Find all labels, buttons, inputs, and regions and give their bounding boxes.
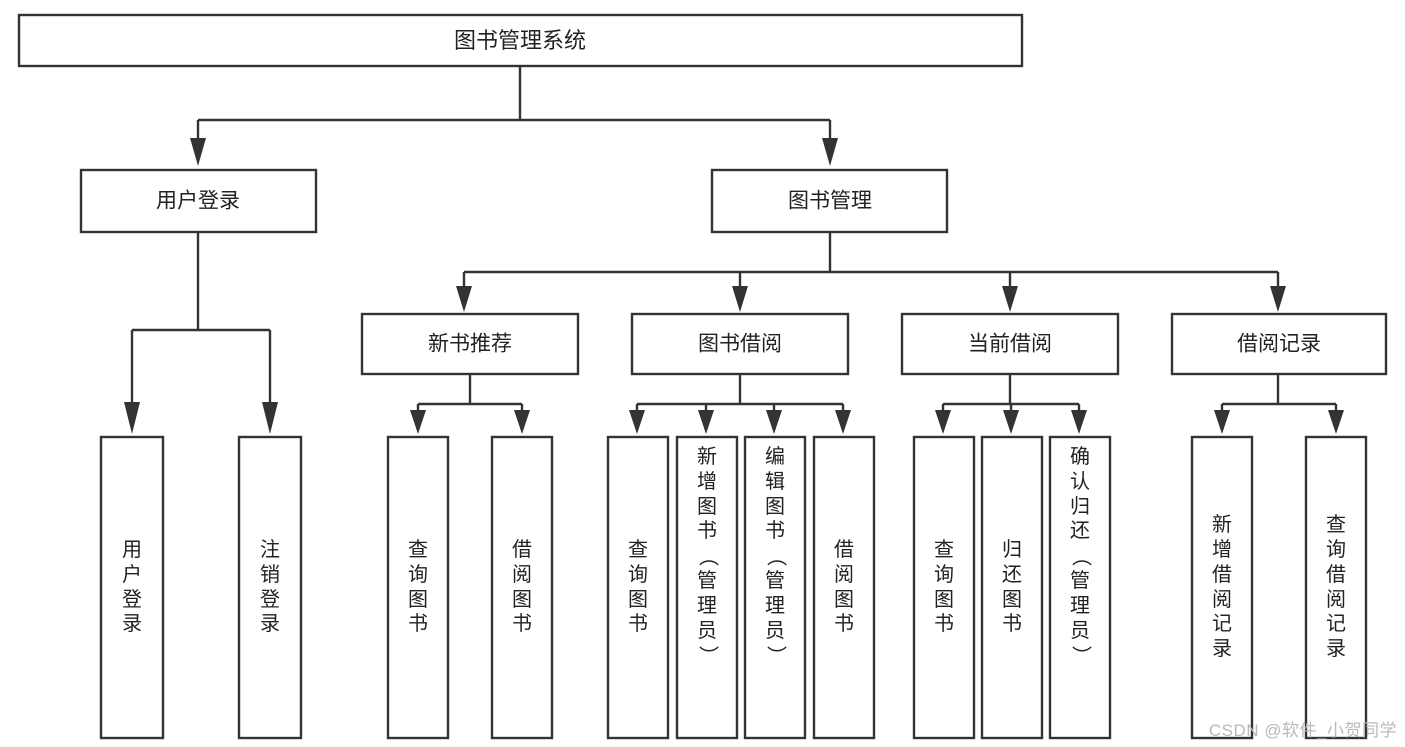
node-label: 借阅记录 — [1237, 333, 1321, 356]
arrow-icon — [935, 410, 951, 434]
node-leaf-book-borrow-3[interactable] — [812, 435, 876, 740]
node-box-rect — [980, 435, 1044, 740]
node-current-borrow[interactable]: 当前借阅 — [900, 312, 1120, 376]
node-leaf-new-book-0[interactable] — [386, 435, 450, 740]
node-box-rect — [710, 168, 949, 234]
node-book-borrow[interactable]: 图书借阅 — [630, 312, 850, 376]
node-label: 图书管理系统 — [454, 28, 586, 53]
node-box-rect — [675, 435, 739, 740]
arrow-icon — [1328, 410, 1344, 434]
node-user-login[interactable]: 用户登录 — [79, 168, 318, 234]
node-box-rect — [1170, 312, 1388, 376]
node-box-rect — [1304, 435, 1368, 740]
node-box-rect — [237, 435, 303, 740]
arrow-icon — [766, 410, 782, 434]
node-box-rect — [1190, 435, 1254, 740]
node-box-rect — [630, 312, 850, 376]
node-leaf-user-login-0[interactable] — [99, 435, 165, 740]
node-label: 当前借阅 — [968, 333, 1052, 356]
arrow-icon — [1071, 410, 1087, 434]
arrow-icon — [822, 138, 838, 166]
node-leaf-book-borrow-1[interactable] — [675, 435, 739, 740]
node-box-rect — [17, 13, 1024, 68]
node-label: 图书借阅 — [698, 333, 782, 356]
node-box-rect — [1048, 435, 1112, 740]
node-box-rect — [490, 435, 554, 740]
node-leaf-user-login-1[interactable] — [237, 435, 303, 740]
arrow-icon — [410, 410, 426, 434]
arrow-icon — [629, 410, 645, 434]
node-label: 图书管理 — [788, 190, 872, 213]
node-box-rect — [79, 168, 318, 234]
connector-borrow-to-leaves — [629, 374, 851, 434]
node-leaf-current-borrow-2[interactable] — [1048, 435, 1112, 740]
arrow-icon — [1003, 410, 1019, 434]
node-leaf-current-borrow-0[interactable] — [912, 435, 976, 740]
arrow-icon — [456, 286, 472, 312]
node-box-rect — [900, 312, 1120, 376]
arrow-icon — [1002, 286, 1018, 312]
arrow-icon — [1214, 410, 1230, 434]
arrow-icon — [698, 410, 714, 434]
node-leaf-borrow-record-0[interactable] — [1190, 435, 1254, 740]
node-box-rect — [912, 435, 976, 740]
node-box-rect — [386, 435, 450, 740]
node-leaf-new-book-1[interactable] — [490, 435, 554, 740]
arrow-icon — [514, 410, 530, 434]
node-root[interactable]: 图书管理系统 — [17, 13, 1024, 68]
node-label: 新书推荐 — [428, 333, 512, 356]
node-new-book-recommend[interactable]: 新书推荐 — [360, 312, 580, 376]
node-borrow-record[interactable]: 借阅记录 — [1170, 312, 1388, 376]
arrow-icon — [835, 410, 851, 434]
arrow-icon — [262, 402, 278, 434]
connector-userlogin-to-leaves — [124, 232, 278, 434]
connector-record-to-leaves — [1214, 374, 1344, 434]
connector-current-to-leaves — [935, 374, 1087, 434]
node-book-management[interactable]: 图书管理 — [710, 168, 949, 234]
connector-bookmgmt-to-level3 — [456, 232, 1286, 312]
arrow-icon — [732, 286, 748, 312]
arrow-icon — [1270, 286, 1286, 312]
arrow-icon — [124, 402, 140, 434]
connector-newbook-to-leaves — [410, 374, 530, 434]
node-label: 用户登录 — [156, 190, 240, 213]
node-leaf-book-borrow-0[interactable] — [606, 435, 670, 740]
node-leaf-borrow-record-1[interactable] — [1304, 435, 1368, 740]
node-box-rect — [606, 435, 670, 740]
node-box-rect — [812, 435, 876, 740]
connector-root-to-level2 — [190, 66, 838, 166]
node-leaf-book-borrow-2[interactable] — [743, 435, 807, 740]
arrow-icon — [190, 138, 206, 166]
node-box-rect — [360, 312, 580, 376]
node-box-rect — [99, 435, 165, 740]
node-box-rect — [743, 435, 807, 740]
node-leaf-current-borrow-1[interactable] — [980, 435, 1044, 740]
